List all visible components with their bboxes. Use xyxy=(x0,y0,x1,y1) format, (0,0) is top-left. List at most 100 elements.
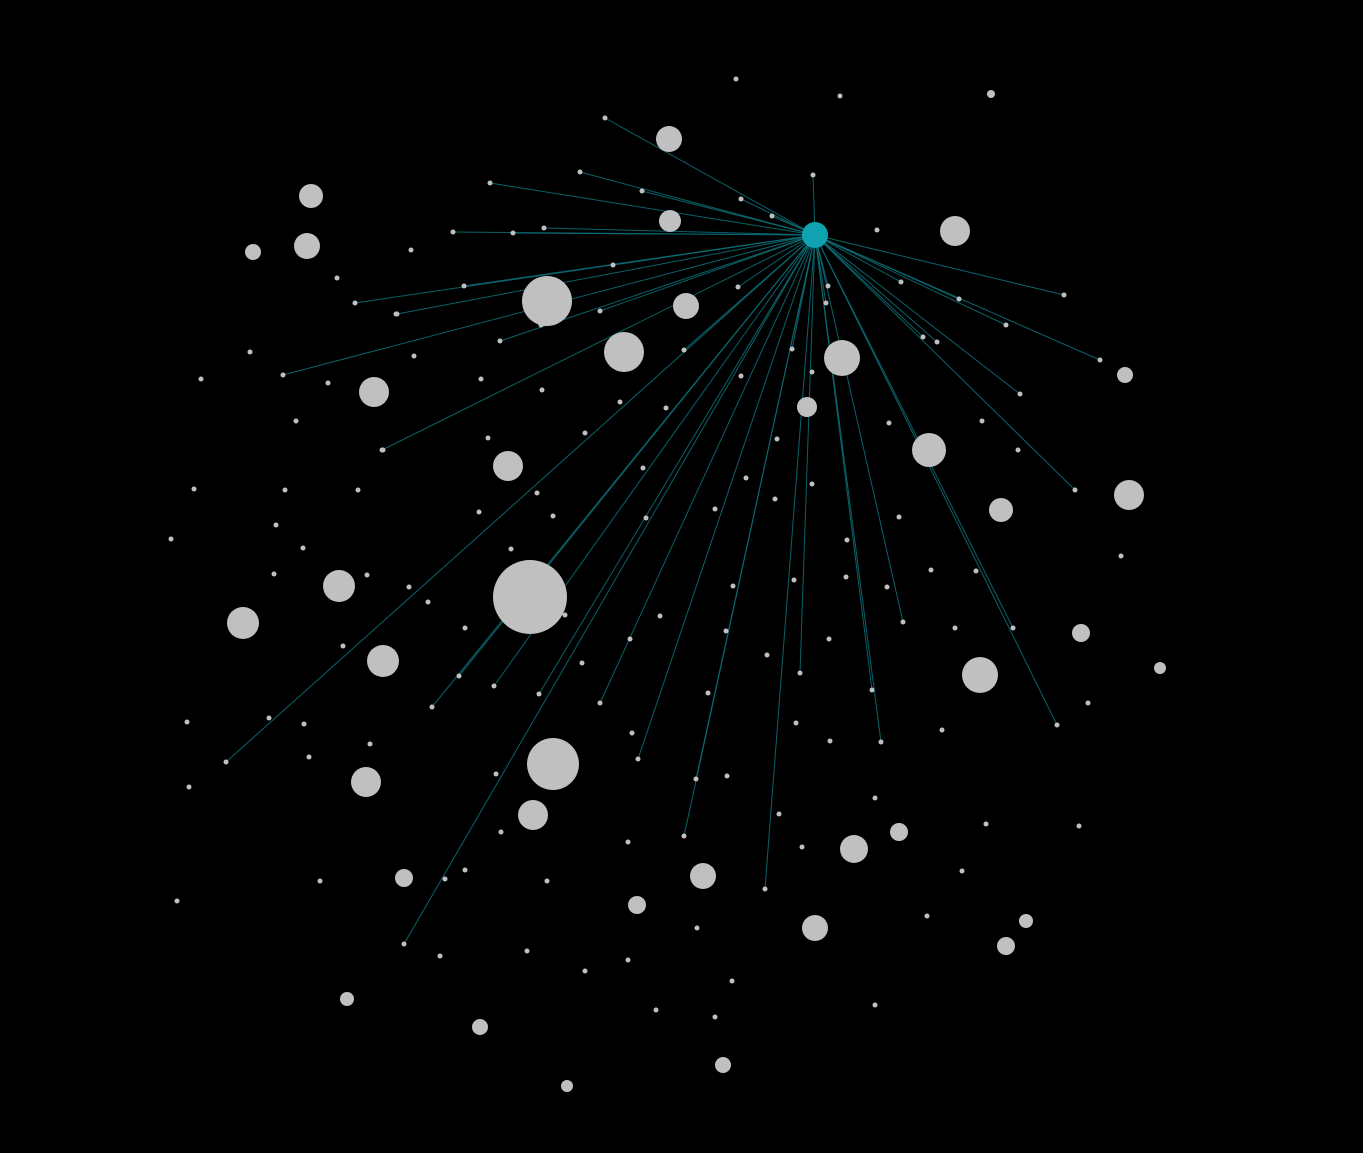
graph-node[interactable] xyxy=(733,76,739,82)
graph-node[interactable] xyxy=(476,509,482,515)
graph-node[interactable] xyxy=(442,876,448,882)
graph-node[interactable] xyxy=(797,397,817,417)
graph-node[interactable] xyxy=(247,349,253,355)
graph-node[interactable] xyxy=(1085,700,1091,706)
graph-node[interactable] xyxy=(604,332,644,372)
graph-node[interactable] xyxy=(271,571,277,577)
graph-node-linked[interactable] xyxy=(1097,357,1103,363)
graph-node-linked[interactable] xyxy=(956,296,962,302)
graph-node[interactable] xyxy=(1015,447,1021,453)
graph-node[interactable] xyxy=(694,925,700,931)
graph-node[interactable] xyxy=(802,915,828,941)
graph-node-linked[interactable] xyxy=(735,284,741,290)
graph-node[interactable] xyxy=(1118,553,1124,559)
graph-node-linked[interactable] xyxy=(223,759,229,765)
graph-node-linked[interactable] xyxy=(878,739,884,745)
graph-node[interactable] xyxy=(826,636,832,642)
graph-node-linked[interactable] xyxy=(898,279,904,285)
graph-node[interactable] xyxy=(340,992,354,1006)
graph-node[interactable] xyxy=(522,276,572,326)
graph-node[interactable] xyxy=(872,795,878,801)
graph-node[interactable] xyxy=(524,948,530,954)
graph-node[interactable] xyxy=(351,767,381,797)
graph-node[interactable] xyxy=(367,741,373,747)
graph-node[interactable] xyxy=(493,451,523,481)
graph-node[interactable] xyxy=(809,481,815,487)
graph-node-linked[interactable] xyxy=(352,300,358,306)
graph-node-linked[interactable] xyxy=(738,196,744,202)
graph-node[interactable] xyxy=(1019,914,1033,928)
graph-node[interactable] xyxy=(579,660,585,666)
graph-node[interactable] xyxy=(380,447,386,453)
graph-node[interactable] xyxy=(562,612,568,618)
graph-node[interactable] xyxy=(174,898,180,904)
graph-node[interactable] xyxy=(673,293,699,319)
graph-node[interactable] xyxy=(659,210,681,232)
graph-node[interactable] xyxy=(498,829,504,835)
graph-node[interactable] xyxy=(627,636,633,642)
graph-node-linked[interactable] xyxy=(487,180,493,186)
graph-node[interactable] xyxy=(485,435,491,441)
graph-node-linked[interactable] xyxy=(536,691,542,697)
graph-node[interactable] xyxy=(437,953,443,959)
graph-node[interactable] xyxy=(306,754,312,760)
graph-node[interactable] xyxy=(997,937,1015,955)
graph-node[interactable] xyxy=(809,369,815,375)
graph-node[interactable] xyxy=(738,373,744,379)
graph-node[interactable] xyxy=(928,567,934,573)
graph-node[interactable] xyxy=(939,727,945,733)
graph-node[interactable] xyxy=(323,570,355,602)
graph-node[interactable] xyxy=(364,572,370,578)
graph-node[interactable] xyxy=(799,844,805,850)
graph-node[interactable] xyxy=(743,475,749,481)
graph-node-linked[interactable] xyxy=(429,704,435,710)
graph-node[interactable] xyxy=(705,690,711,696)
graph-node[interactable] xyxy=(582,968,588,974)
graph-node-linked[interactable] xyxy=(934,339,940,345)
graph-node[interactable] xyxy=(884,584,890,590)
graph-node[interactable] xyxy=(874,227,880,233)
graph-node[interactable] xyxy=(640,465,646,471)
graph-node[interactable] xyxy=(462,867,468,873)
graph-node[interactable] xyxy=(478,376,484,382)
graph-node[interactable] xyxy=(325,380,331,386)
graph-node-linked[interactable] xyxy=(510,230,516,236)
graph-node[interactable] xyxy=(282,487,288,493)
graph-node[interactable] xyxy=(772,496,778,502)
graph-node[interactable] xyxy=(656,126,682,152)
graph-node[interactable] xyxy=(824,340,860,376)
graph-node[interactable] xyxy=(827,738,833,744)
graph-node[interactable] xyxy=(837,93,843,99)
graph-node[interactable] xyxy=(293,418,299,424)
graph-node[interactable] xyxy=(518,800,548,830)
graph-node[interactable] xyxy=(582,430,588,436)
graph-node[interactable] xyxy=(273,522,279,528)
graph-node[interactable] xyxy=(544,878,550,884)
graph-node[interactable] xyxy=(527,738,579,790)
graph-node[interactable] xyxy=(952,625,958,631)
graph-node[interactable] xyxy=(198,376,204,382)
graph-node[interactable] xyxy=(168,536,174,542)
graph-node-linked[interactable] xyxy=(1061,292,1067,298)
graph-node[interactable] xyxy=(300,545,306,551)
graph-node-linked[interactable] xyxy=(597,308,603,314)
graph-node[interactable] xyxy=(712,506,718,512)
graph-node[interactable] xyxy=(561,1080,573,1092)
graph-node-linked[interactable] xyxy=(693,776,699,782)
graph-node[interactable] xyxy=(406,584,412,590)
graph-node-linked[interactable] xyxy=(789,346,795,352)
graph-node[interactable] xyxy=(663,405,669,411)
graph-node[interactable] xyxy=(629,730,635,736)
graph-node-linked[interactable] xyxy=(456,673,462,679)
graph-node-linked[interactable] xyxy=(823,300,829,306)
graph-node[interactable] xyxy=(924,913,930,919)
graph-node[interactable] xyxy=(367,645,399,677)
graph-node-linked[interactable] xyxy=(1010,625,1016,631)
graph-node[interactable] xyxy=(653,1007,659,1013)
graph-node[interactable] xyxy=(395,869,413,887)
graph-node-linked[interactable] xyxy=(639,188,645,194)
graph-node[interactable] xyxy=(1154,662,1166,674)
graph-node[interactable] xyxy=(723,628,729,634)
graph-node[interactable] xyxy=(979,418,985,424)
